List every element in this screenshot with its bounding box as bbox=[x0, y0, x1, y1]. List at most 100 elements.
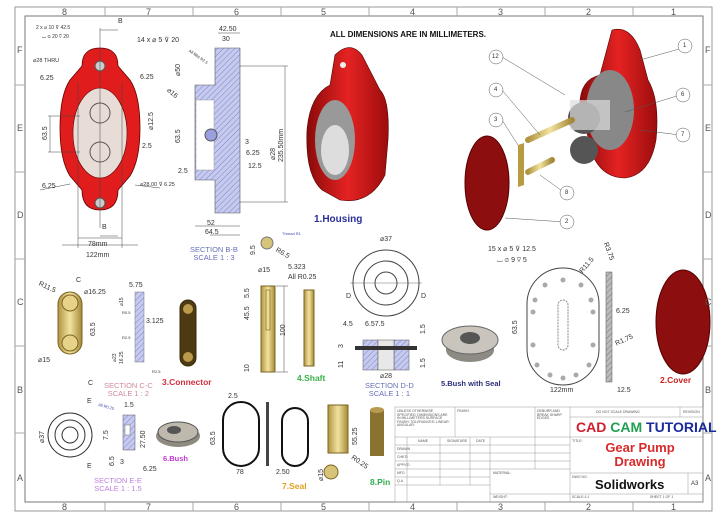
dimension: 2 x ⌀ 10 ⊽ 42.5 bbox=[36, 25, 71, 31]
section-scale: SCALE 1 : 1.5 bbox=[94, 483, 142, 493]
column-label: 3 bbox=[498, 7, 504, 17]
dimension: 6.5 bbox=[109, 456, 116, 466]
date-header: DATE bbox=[476, 439, 486, 443]
part-label-housing: 1.Housing bbox=[314, 214, 363, 225]
part-label-bush-with-seal: 5.Bush with Seal bbox=[441, 379, 501, 388]
balloon: 6 bbox=[681, 92, 685, 98]
dimension: ⌀15 bbox=[38, 357, 51, 364]
balloon: 2 bbox=[565, 219, 569, 225]
scale-field: SCALE:1:1 bbox=[572, 495, 590, 499]
dimension: 6.25 bbox=[246, 150, 260, 157]
name-header: NAME bbox=[418, 439, 429, 443]
section-marker: B bbox=[102, 224, 107, 231]
row-label: E bbox=[17, 123, 24, 133]
part-label-seal: 7.Seal bbox=[282, 481, 307, 491]
title-block-lines bbox=[394, 406, 704, 503]
tolerance-note: UNLESS OTHERWISE SPECIFIED: DIMENSIONS A… bbox=[397, 409, 450, 427]
balloon: 1 bbox=[683, 43, 687, 49]
row-label: F bbox=[705, 45, 711, 55]
balloon: 7 bbox=[681, 132, 685, 138]
dimension: 12.5 bbox=[617, 387, 631, 394]
dimension: ⌀15 bbox=[258, 267, 271, 274]
dimension: 42.50 bbox=[219, 26, 237, 33]
dimension: ⌀15 bbox=[318, 468, 325, 481]
balloon: 8 bbox=[565, 190, 569, 196]
part-label-pin: 8.Pin bbox=[370, 477, 391, 487]
section-title: SECTION B-B bbox=[190, 245, 238, 254]
dimension: 63.5 bbox=[210, 431, 217, 445]
section-scale: SCALE 1 : 3 bbox=[193, 252, 235, 262]
row-label: A bbox=[705, 473, 712, 483]
signature-header: SIGNATURE bbox=[447, 439, 468, 443]
housing-front-view bbox=[39, 28, 161, 248]
mfg-row: MFG bbox=[397, 471, 405, 475]
shaft-end-view bbox=[260, 236, 274, 250]
dimension: 6.25 bbox=[143, 466, 157, 473]
dimension: All R0.25 bbox=[288, 274, 317, 281]
deburr-field: DEBURR AND BREAK SHARP EDGES bbox=[537, 409, 562, 420]
dimension: 78mm bbox=[88, 241, 108, 248]
dimension: ⌀28 bbox=[380, 373, 393, 380]
brand-logo: CAD CAM TUTORIAL bbox=[576, 420, 717, 434]
approved-row: APPV'D bbox=[397, 463, 410, 467]
do-not-scale-field: DO NOT SCALE DRAWING bbox=[596, 410, 640, 414]
dimension: 11 bbox=[338, 360, 345, 368]
dimension: 3 bbox=[338, 344, 345, 348]
dimension: 10 bbox=[244, 364, 251, 372]
section-marker: C bbox=[76, 277, 82, 284]
seal-views bbox=[222, 401, 309, 467]
title-line-2: Drawing bbox=[614, 453, 666, 469]
dimension: ⌴ ⌀ 9 ⊽ 5 bbox=[497, 257, 527, 264]
dimension: 235.50mm bbox=[278, 128, 285, 162]
material-field: MATERIAL: bbox=[493, 471, 512, 475]
checked-row: CHK'D bbox=[397, 455, 408, 459]
dimension: R0.5 bbox=[122, 310, 131, 315]
exploded-assembly-view bbox=[464, 28, 693, 231]
dimension: 2.5 bbox=[178, 168, 188, 175]
cover-views bbox=[526, 267, 711, 386]
dimension: 63.5 bbox=[175, 129, 182, 143]
column-label: 3 bbox=[498, 502, 504, 512]
part-label-cover: 2.Cover bbox=[660, 375, 692, 385]
column-label: 6 bbox=[234, 7, 240, 17]
dimension: 63.5 bbox=[512, 320, 519, 334]
column-label: 7 bbox=[146, 502, 152, 512]
column-label: 1 bbox=[671, 7, 677, 17]
weight-field: WEIGHT: bbox=[493, 495, 508, 499]
dimension: ⌀15 bbox=[119, 297, 125, 306]
balloon: 4 bbox=[494, 87, 498, 93]
dimension: 100 bbox=[280, 324, 287, 336]
dimension: ⌀28 THRU bbox=[33, 58, 60, 64]
dimension: 7.5 bbox=[103, 430, 110, 440]
section-marker: E bbox=[87, 463, 92, 470]
row-label: D bbox=[17, 210, 24, 220]
dimension: R2.5 bbox=[122, 335, 131, 340]
dwg-no-field: DWG NO. bbox=[572, 475, 588, 479]
housing-3d-view bbox=[306, 47, 389, 202]
row-label: D bbox=[705, 210, 712, 220]
section-marker: C bbox=[88, 380, 94, 387]
pin-views bbox=[323, 404, 384, 480]
dimension: R2.5 bbox=[152, 369, 161, 374]
dimension: 1.5 bbox=[420, 324, 427, 334]
drawing-number: Solidworks bbox=[595, 477, 665, 492]
row-label: B bbox=[705, 385, 712, 395]
dimension: ⌀28.00 ⊽ 6.25 bbox=[140, 182, 175, 188]
section-title: SECTION E-E bbox=[94, 476, 142, 485]
part-label-bush: 6.Bush bbox=[163, 454, 189, 463]
dimension: 3.125 bbox=[146, 318, 164, 325]
finish-field: FINISH: bbox=[457, 409, 470, 413]
dimension: 1.5 bbox=[124, 402, 134, 409]
row-label: C bbox=[705, 297, 712, 307]
sheet-field: SHEET 1 OF 1 bbox=[650, 495, 674, 499]
section-title: SECTION C-C bbox=[104, 381, 153, 390]
brand-cam: CAM bbox=[610, 419, 647, 435]
housing-section-b-b bbox=[194, 32, 288, 236]
dimension: ⌀50 bbox=[175, 63, 182, 76]
dimension: 2.5 bbox=[142, 143, 152, 150]
dimension: 3 bbox=[245, 139, 249, 146]
